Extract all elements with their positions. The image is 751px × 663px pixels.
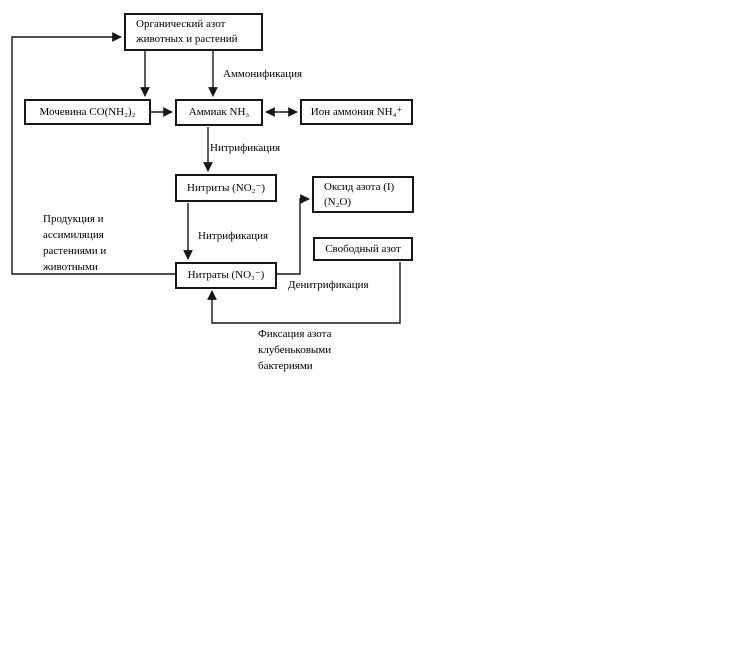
node-nitrates: Нитраты (NO₃⁻) xyxy=(175,262,277,289)
node-nitrous-oxide: Оксид азота (I) (N₂O) xyxy=(312,176,414,213)
arrow-free-nitrogen-to-nitrates xyxy=(207,262,401,324)
node-nitrites: Нитриты (NO₂⁻) xyxy=(175,174,277,202)
label-nitrification-1: Нитрификация xyxy=(210,142,281,154)
label-denitrification: Денитрификация xyxy=(288,279,369,291)
label-nitrogen-fixation: Фиксация азота клубеньковыми бактериями xyxy=(258,328,332,372)
label-production-assimilation: Продукция и ассимиляция растениями и жив… xyxy=(43,213,107,273)
arrow-nitrates-to-organic xyxy=(11,32,175,275)
node-organic-nitrogen: Органический азот животных и растений xyxy=(124,13,263,51)
node-free-nitrogen: Свободный азот xyxy=(313,237,413,261)
node-urea: Мочевина CO(NH₂)₂ xyxy=(24,99,151,125)
label-nitrification-2: Нитрификация xyxy=(198,230,269,242)
arrow-nitrates-to-nitrous-oxide xyxy=(277,194,310,275)
node-ammonia: Аммиак NH₃ xyxy=(175,99,263,126)
label-ammonification: Аммонификация xyxy=(223,68,303,80)
node-ammonium-ion: Ион аммония NH₄⁺ xyxy=(300,99,413,125)
